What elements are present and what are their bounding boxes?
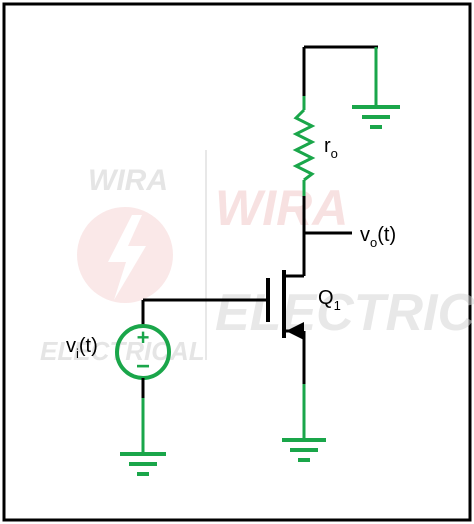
- ground-icon-bottom: [282, 438, 326, 462]
- plus-sign: +: [137, 325, 150, 350]
- watermark-bolt-icon: [108, 215, 146, 300]
- gate-wiring: [141, 298, 268, 326]
- watermark-left-top: WIRA: [88, 164, 168, 197]
- minus-sign: −: [136, 353, 150, 380]
- vi-label: vi(t): [66, 335, 98, 361]
- vo-label: vo(t): [360, 224, 396, 250]
- ground-icon-left: [120, 452, 166, 476]
- ro-label: ro: [324, 135, 338, 161]
- voltage-source-vi: + −: [115, 324, 171, 452]
- watermark-right-top: WIRA: [215, 180, 348, 236]
- resistor-ro: [292, 96, 316, 196]
- watermark-left-bottom: ELECTRICAL: [40, 336, 205, 366]
- watermark: WIRA ELECTRICAL WIRA ELECTRICAL: [40, 150, 474, 366]
- drain-wiring: [284, 196, 352, 278]
- top-wiring: [302, 45, 378, 106]
- watermark-right-bottom: ELECTRICAL: [215, 284, 474, 342]
- source-arrow-icon: [286, 322, 304, 340]
- q1-label: Q1: [318, 287, 341, 313]
- ground-icon-top: [352, 105, 400, 129]
